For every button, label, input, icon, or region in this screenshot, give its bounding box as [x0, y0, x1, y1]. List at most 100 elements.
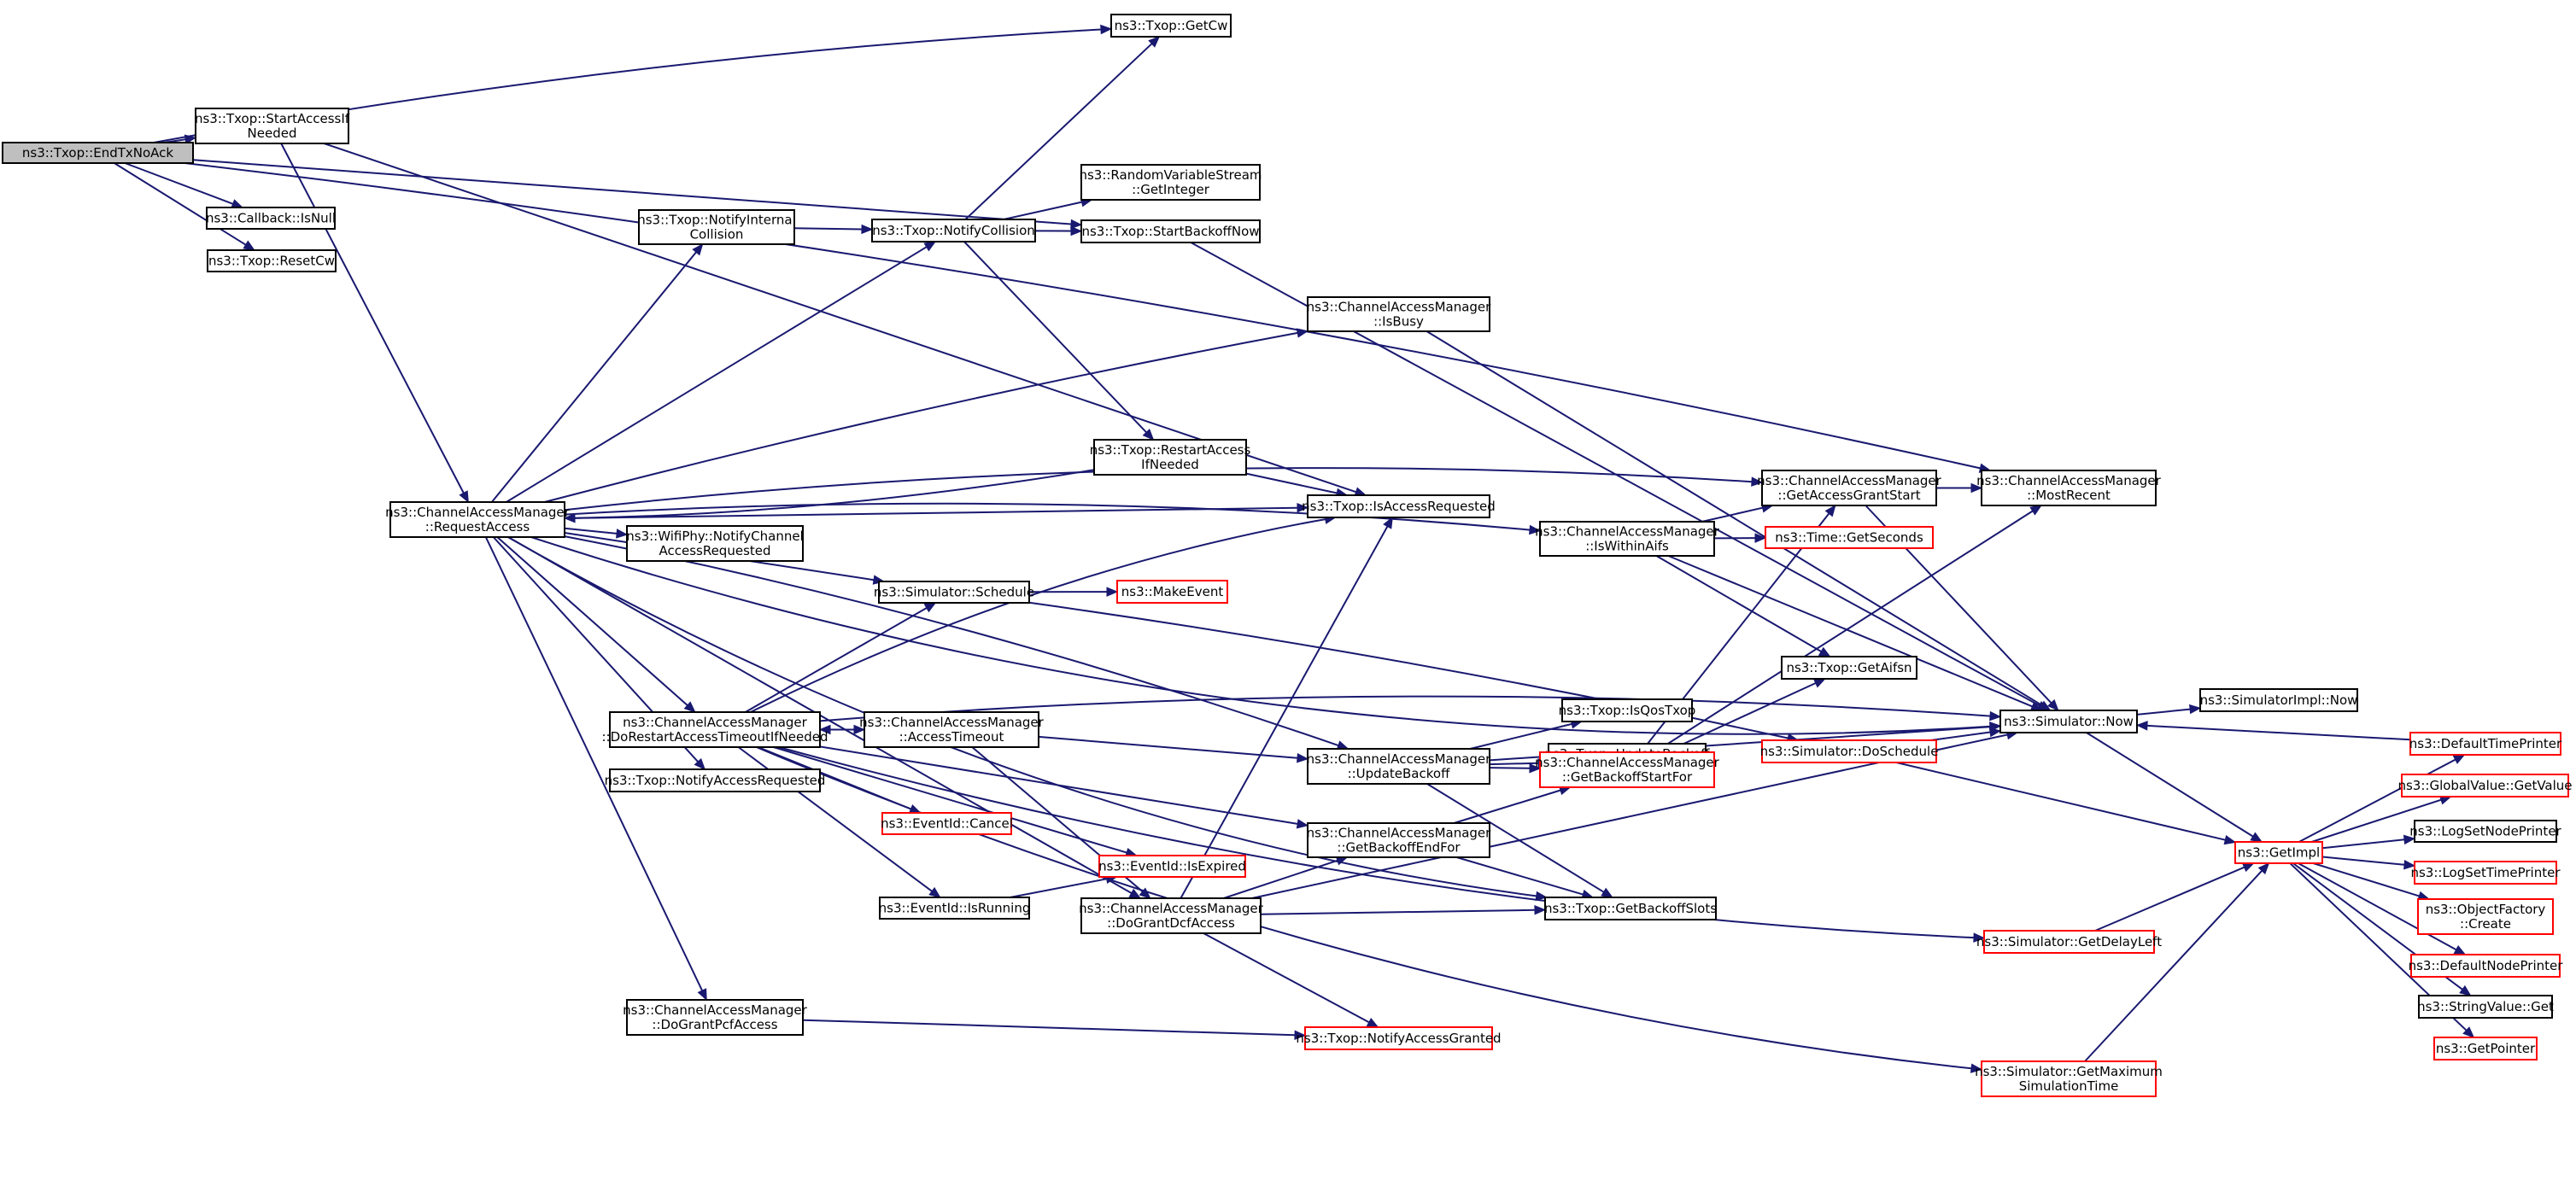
node-requestAccess[interactable]: ns3::ChannelAccessManager::RequestAccess — [385, 501, 571, 538]
node-resetCw[interactable]: ns3::Txop::ResetCw — [207, 249, 337, 272]
node-txopGetBackoffSlots[interactable]: ns3::Txop::GetBackoffSlots — [1544, 897, 1717, 920]
node-rvsGetInteger[interactable]: ns3::RandomVariableStream::GetInteger — [1079, 164, 1262, 201]
edge-line — [192, 159, 1072, 225]
node-box — [1561, 698, 1693, 722]
node-notifyCollision[interactable]: ns3::Txop::NotifyCollision — [871, 219, 1036, 242]
node-label: ns3::Simulator::DoSchedule — [1760, 744, 1939, 759]
edge-arrowhead — [1824, 504, 1836, 517]
node-isQosTxop[interactable]: ns3::Txop::IsQosTxop — [1559, 698, 1696, 722]
edge-arrowhead — [2403, 834, 2416, 845]
node-startBackoffNow[interactable]: ns3::Txop::StartBackoffNow — [1080, 219, 1261, 243]
node-label: ns3::EventId::Cancel — [881, 816, 1013, 832]
node-defaultTimePrinter[interactable]: ns3::DefaultTimePrinter — [2409, 732, 2562, 756]
edge-endTxNoAck-to-callbackIsNull — [124, 162, 244, 208]
node-stringValueGet[interactable]: ns3::StringValue::Get — [2417, 995, 2554, 1019]
node-box — [1999, 710, 2138, 733]
edge-requestAccess-to-doRestartTimeout — [496, 536, 696, 713]
node-simGetDelayLeft[interactable]: ns3::Simulator::GetDelayLeft — [1976, 930, 2162, 954]
node-getPointer[interactable]: ns3::GetPointer — [2433, 1037, 2538, 1060]
node-accessTimeout[interactable]: ns3::ChannelAccessManager::AccessTimeout — [859, 711, 1045, 748]
node-getImpl[interactable]: ns3::GetImpl — [2234, 841, 2323, 864]
node-simSchedule[interactable]: ns3::Simulator::Schedule — [874, 581, 1034, 604]
node-box — [878, 581, 1030, 604]
node-logSetTimePrinter[interactable]: ns3::LogSetTimePrinter — [2410, 861, 2561, 885]
node-getBackoffStartFor[interactable]: ns3::ChannelAccessManager::GetBackoffSta… — [1535, 751, 1720, 788]
node-box — [881, 812, 1012, 835]
node-globalValueGetValue[interactable]: ns3::GlobalValue::GetValue — [2397, 774, 2573, 797]
node-getAccessGrantStart[interactable]: ns3::ChannelAccessManager::GetAccessGran… — [1757, 470, 1942, 506]
node-callbackIsNull[interactable]: ns3::Callback::IsNull — [206, 207, 336, 230]
node-label: ns3::ChannelAccessManager — [1307, 300, 1491, 315]
node-simNow[interactable]: ns3::Simulator::Now — [1999, 710, 2138, 733]
node-timeGetSeconds[interactable]: ns3::Time::GetSeconds — [1765, 526, 1934, 549]
node-box — [1304, 1026, 1493, 1050]
node-doGrantDcfAccess[interactable]: ns3::ChannelAccessManager::DoGrantDcfAcc… — [1079, 897, 1264, 934]
node-simImplNow[interactable]: ns3::SimulatorImpl::Now — [2199, 688, 2358, 712]
edge-line — [1260, 908, 1536, 915]
node-box — [1307, 822, 1490, 858]
node-box — [2414, 861, 2557, 885]
edge-line — [1667, 555, 2033, 708]
node-doRestartTimeout[interactable]: ns3::ChannelAccessManager::DoRestartAcce… — [601, 711, 828, 748]
node-mostRecent[interactable]: ns3::ChannelAccessManager::MostRecent — [1976, 470, 2162, 506]
edge-doRestartTimeout-to-simNow — [819, 695, 2002, 722]
node-isWithinAifs[interactable]: ns3::ChannelAccessManager::IsWithinAifs — [1535, 521, 1720, 557]
node-box — [1307, 494, 1490, 518]
node-logSetNodePrinter[interactable]: ns3::LogSetNodePrinter — [2409, 820, 2562, 843]
node-label: ns3::EventId::IsExpired — [1098, 859, 1246, 874]
edge-line — [819, 695, 1991, 722]
node-box — [206, 207, 336, 230]
node-objectFactoryCreate[interactable]: ns3::ObjectFactory::Create — [2417, 898, 2554, 935]
node-txopNotifyAccessRequested[interactable]: ns3::Txop::NotifyAccessRequested — [605, 768, 826, 792]
edge-endTxNoAck-to-startBackoffNow — [192, 159, 1083, 230]
node-makeEvent[interactable]: ns3::MakeEvent — [1116, 580, 1228, 604]
edge-line — [2094, 866, 2245, 932]
node-box — [871, 219, 1036, 242]
edge-arrowhead — [694, 757, 706, 770]
edge-requestAccess-to-isWithinAifs — [564, 502, 1542, 535]
node-getBackoffEndFor[interactable]: ns3::ChannelAccessManager::GetBackoffEnd… — [1307, 822, 1491, 858]
node-label: ns3::Txop::EndTxNoAck — [22, 145, 174, 161]
node-label: ns3::MakeEvent — [1121, 584, 1224, 599]
node-box — [2433, 1037, 2538, 1060]
node-box — [1981, 1060, 2157, 1097]
edge-arrowhead — [1529, 763, 1542, 774]
node-eventIdIsExpired[interactable]: ns3::EventId::IsExpired — [1098, 855, 1246, 878]
edge-defaultTimePrinter-to-simNow — [2135, 721, 2411, 741]
edge-arrowhead — [1142, 429, 1155, 441]
node-simDoSchedule[interactable]: ns3::Simulator::DoSchedule — [1760, 739, 1939, 763]
node-box — [1539, 521, 1715, 557]
node-camIsBusy[interactable]: ns3::ChannelAccessManager::IsBusy — [1307, 296, 1491, 332]
edge-notifyInternalCollision-to-notifyCollision — [793, 224, 874, 235]
edge-line — [1223, 859, 1338, 899]
edge-arrowhead — [2453, 945, 2467, 955]
node-eventIdIsRunning[interactable]: ns3::EventId::IsRunning — [879, 897, 1031, 920]
edge-line — [773, 746, 1127, 854]
node-getCw[interactable]: ns3::Txop::GetCw — [1110, 14, 1232, 38]
node-label: Needed — [248, 126, 297, 141]
node-label: ns3::WifiPhy::NotifyChannel — [626, 529, 803, 544]
edge-line — [2313, 862, 2420, 897]
node-notifyAccessGranted[interactable]: ns3::Txop::NotifyAccessGranted — [1296, 1026, 1502, 1050]
edge-line — [963, 241, 1147, 433]
edge-camIsBusy-to-simNow — [1426, 330, 2052, 711]
edge-doRestartTimeout-to-isAccessRequested — [750, 514, 1337, 713]
node-updateBackoff[interactable]: ns3::ChannelAccessManager::UpdateBackoff — [1307, 748, 1491, 785]
node-isAccessRequested[interactable]: ns3::Txop::IsAccessRequested — [1302, 494, 1496, 518]
node-txopGetAifsn[interactable]: ns3::Txop::GetAifsn — [1781, 656, 1917, 680]
edge-arrowhead — [1139, 887, 1151, 899]
edge-arrowhead — [1973, 932, 1986, 943]
edge-arrowhead — [1534, 905, 1547, 915]
node-wifiPhyNotify[interactable]: ns3::WifiPhy::NotifyChannelAccessRequest… — [626, 525, 804, 562]
edge-simDoSchedule-to-getImpl — [1895, 762, 2237, 845]
edge-line — [745, 607, 928, 713]
node-defaultNodePrinter[interactable]: ns3::DefaultNodePrinter — [2409, 954, 2564, 978]
node-eventIdCancel[interactable]: ns3::EventId::Cancel — [881, 812, 1013, 835]
node-doGrantPcfAccess[interactable]: ns3::ChannelAccessManager::DoGrantPcfAcc… — [623, 999, 808, 1036]
nodes-layer: ns3::Txop::EndTxNoAck ns3::Txop::StartAcc… — [2, 14, 2573, 1097]
node-label: ::Create — [2460, 916, 2511, 932]
